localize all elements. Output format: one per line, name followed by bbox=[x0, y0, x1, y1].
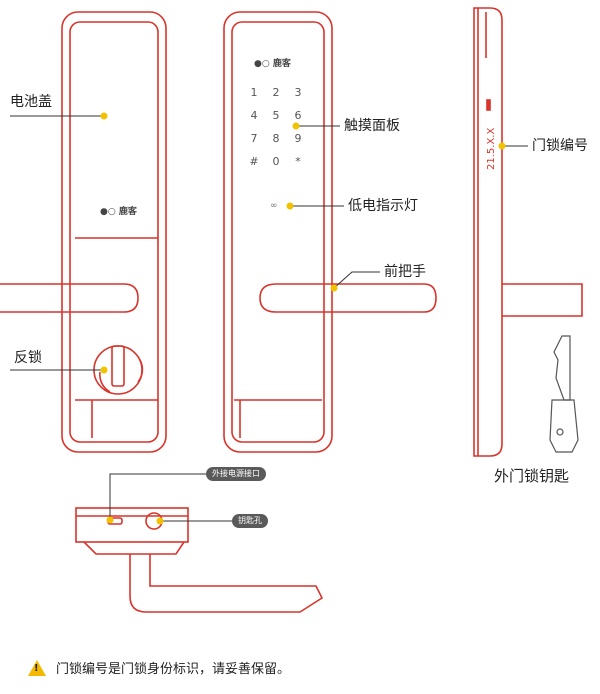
side-handle bbox=[502, 283, 583, 317]
label-battery-cover: 电池盖 bbox=[10, 94, 52, 110]
keypad-key: * bbox=[295, 155, 301, 168]
keypad-grid: 1 2 3 4 5 6 7 8 9 #0 * bbox=[249, 86, 301, 168]
keypad-key: 4 bbox=[251, 109, 258, 122]
indicator-symbol: ∞ bbox=[270, 201, 278, 211]
label-ext-power-port: 外接电源接口 bbox=[206, 467, 266, 481]
keypad-key: 7 bbox=[251, 132, 258, 145]
label-anti-lock: 反锁 bbox=[14, 350, 42, 366]
keypad-key: 1 bbox=[251, 86, 258, 99]
keypad-key: 5 bbox=[273, 109, 280, 122]
lock-serial-text: 21.5.X.X bbox=[486, 128, 497, 170]
front-handle bbox=[259, 283, 437, 313]
warning-note-text: 门锁编号是门锁身份标识，请妥善保留。 bbox=[56, 662, 291, 677]
leader-lines bbox=[10, 115, 528, 522]
outer-lock-body bbox=[223, 11, 333, 453]
bottom-view bbox=[75, 507, 324, 613]
side-view-body bbox=[473, 7, 503, 457]
warning-icon: ! bbox=[28, 659, 46, 676]
label-keyhole: 钥匙孔 bbox=[232, 514, 268, 528]
keypad-key: 3 bbox=[295, 86, 302, 99]
keypad-key: # bbox=[249, 155, 258, 168]
brand-logo-outer: ●○ 鹿客 bbox=[254, 57, 292, 69]
keypad-key: 9 bbox=[295, 132, 302, 145]
inner-lock-body bbox=[61, 11, 167, 453]
key-drawing bbox=[549, 335, 579, 453]
keypad-key: 6 bbox=[295, 109, 302, 122]
label-touch-panel: 触摸面板 bbox=[344, 118, 400, 134]
inner-handle bbox=[0, 283, 139, 313]
brand-logo-inner: ●○ 鹿客 bbox=[100, 205, 138, 217]
keypad-key: 0 bbox=[273, 155, 280, 168]
label-front-handle: 前把手 bbox=[384, 264, 426, 280]
keypad-key: 8 bbox=[273, 132, 280, 145]
label-low-battery-indicator: 低电指示灯 bbox=[348, 198, 418, 214]
marker-dots bbox=[100, 112, 506, 525]
label-lock-number: 门锁编号 bbox=[532, 138, 588, 154]
label-outer-key: 外门锁钥匙 bbox=[494, 467, 570, 485]
keypad-key: 2 bbox=[273, 86, 280, 99]
warning-note: ! 门锁编号是门锁身份标识，请妥善保留。 bbox=[28, 658, 290, 677]
